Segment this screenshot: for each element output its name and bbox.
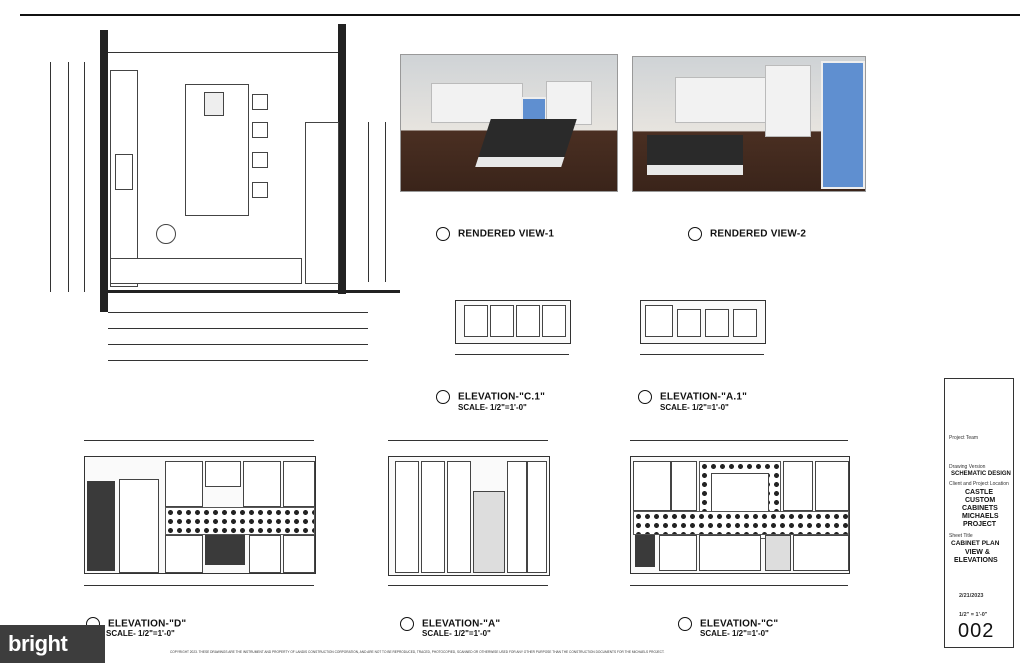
drawing-version-heading: Drawing Version — [949, 464, 986, 470]
rendered-view-1-label: RENDERED VIEW-1 — [436, 227, 554, 241]
elevation-c1-label: ELEVATION-"C.1" — [436, 390, 545, 404]
elevation-c1-scale: SCALE- 1/2"=1'-0" — [458, 403, 527, 412]
elevation-a-drawing — [388, 456, 550, 576]
rendered-view-2-label: RENDERED VIEW-2 — [688, 227, 806, 241]
elevation-c1-drawing — [455, 300, 571, 344]
copyright-footer: COPYRIGHT 2023. THESE DRAWINGS ARE THE I… — [170, 650, 665, 654]
project-team-heading: Project Team — [949, 435, 979, 441]
client-line-2: CUSTOM — [965, 497, 996, 504]
client-line-5: PROJECT — [963, 521, 997, 528]
elevation-a-label: ELEVATION-"A" — [400, 617, 500, 631]
sheet-title-line-2: VIEW & — [965, 549, 990, 556]
sheet-title-line-1: CABINET PLAN — [951, 540, 1000, 547]
bright-watermark-logo: bright — [0, 625, 105, 663]
rendered-view-2-image — [632, 56, 866, 192]
drawing-version-value: SCHEMATIC DESIGN — [951, 471, 1011, 477]
elevation-d-drawing — [84, 456, 316, 574]
elevation-a1-drawing — [640, 300, 766, 344]
sheet-title-line-3: ELEVATIONS — [954, 557, 998, 564]
cabinet-floor-plan — [40, 22, 400, 372]
client-heading: Client and Project Location — [949, 481, 1009, 487]
client-line-1: CASTLE — [965, 489, 993, 496]
drawing-date: 2/21/2023 — [959, 593, 984, 599]
sheet-top-border — [20, 14, 1020, 16]
elevation-c-drawing — [630, 456, 850, 574]
sheet-title-heading: Sheet Title — [949, 533, 973, 539]
elevation-d-scale: SCALE- 1/2"=1'-0" — [106, 629, 175, 638]
title-block: Project Team Drawing Version SCHEMATIC D… — [944, 378, 1014, 648]
client-line-4: MICHAELS — [962, 513, 999, 520]
elevation-c-label: ELEVATION-"C" — [678, 617, 778, 631]
elevation-a1-label: ELEVATION-"A.1" — [638, 390, 747, 404]
rendered-view-1-image — [400, 54, 618, 192]
client-line-3: CABINETS — [962, 505, 998, 512]
sheet-number: 002 — [958, 620, 995, 642]
drawing-scale: 1/2" = 1'-0" — [959, 612, 988, 618]
elevation-a1-scale: SCALE- 1/2"=1'-0" — [660, 403, 729, 412]
elevation-c-scale: SCALE- 1/2"=1'-0" — [700, 629, 769, 638]
elevation-a-scale: SCALE- 1/2"=1'-0" — [422, 629, 491, 638]
